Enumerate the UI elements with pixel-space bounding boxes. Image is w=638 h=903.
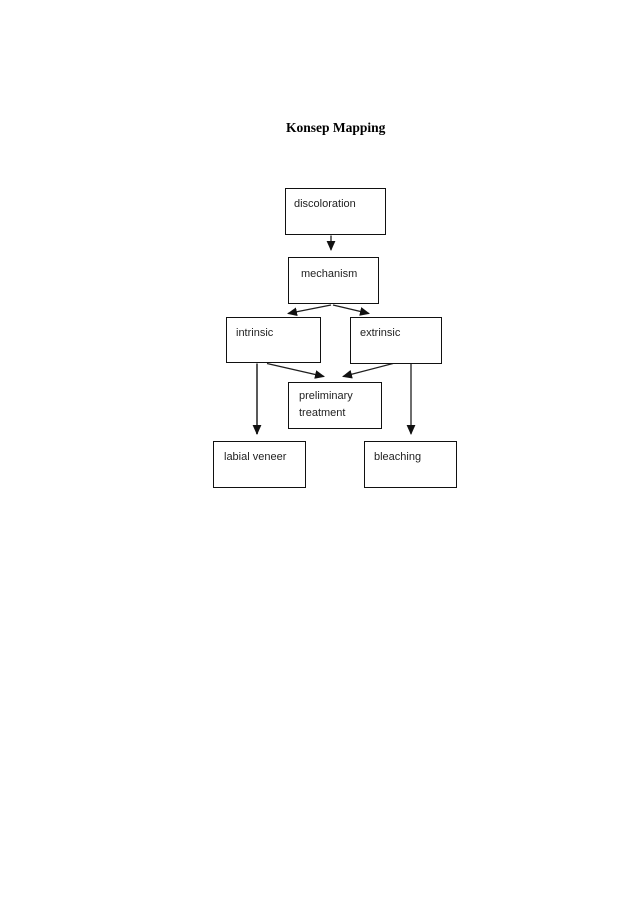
arrow-intrinsic-to-preliminary-treatment [266,362,325,379]
node-preliminary-treatment-label: preliminary treatment [299,390,353,419]
node-labial-veneer: labial veneer [213,441,306,488]
node-mechanism-label: mechanism [301,268,358,280]
node-intrinsic-label: intrinsic [236,327,274,339]
node-bleaching: bleaching [364,441,457,488]
node-extrinsic: extrinsic [350,317,442,364]
arrow-mechanism-to-intrinsic [287,304,332,317]
node-bleaching-label: bleaching [374,451,422,463]
node-extrinsic-label: extrinsic [360,327,401,339]
node-intrinsic: intrinsic [226,317,321,363]
page-title: Konsep Mapping [286,120,386,135]
node-preliminary-treatment: preliminary treatment [288,382,382,429]
node-discoloration: discoloration [285,188,386,235]
node-labial-veneer-label: labial veneer [224,451,287,463]
node-mechanism: mechanism [288,257,379,304]
node-discoloration-label: discoloration [294,198,356,210]
arrow-extrinsic-to-preliminary-treatment [342,362,394,379]
arrow-mechanism-to-extrinsic [332,304,370,316]
